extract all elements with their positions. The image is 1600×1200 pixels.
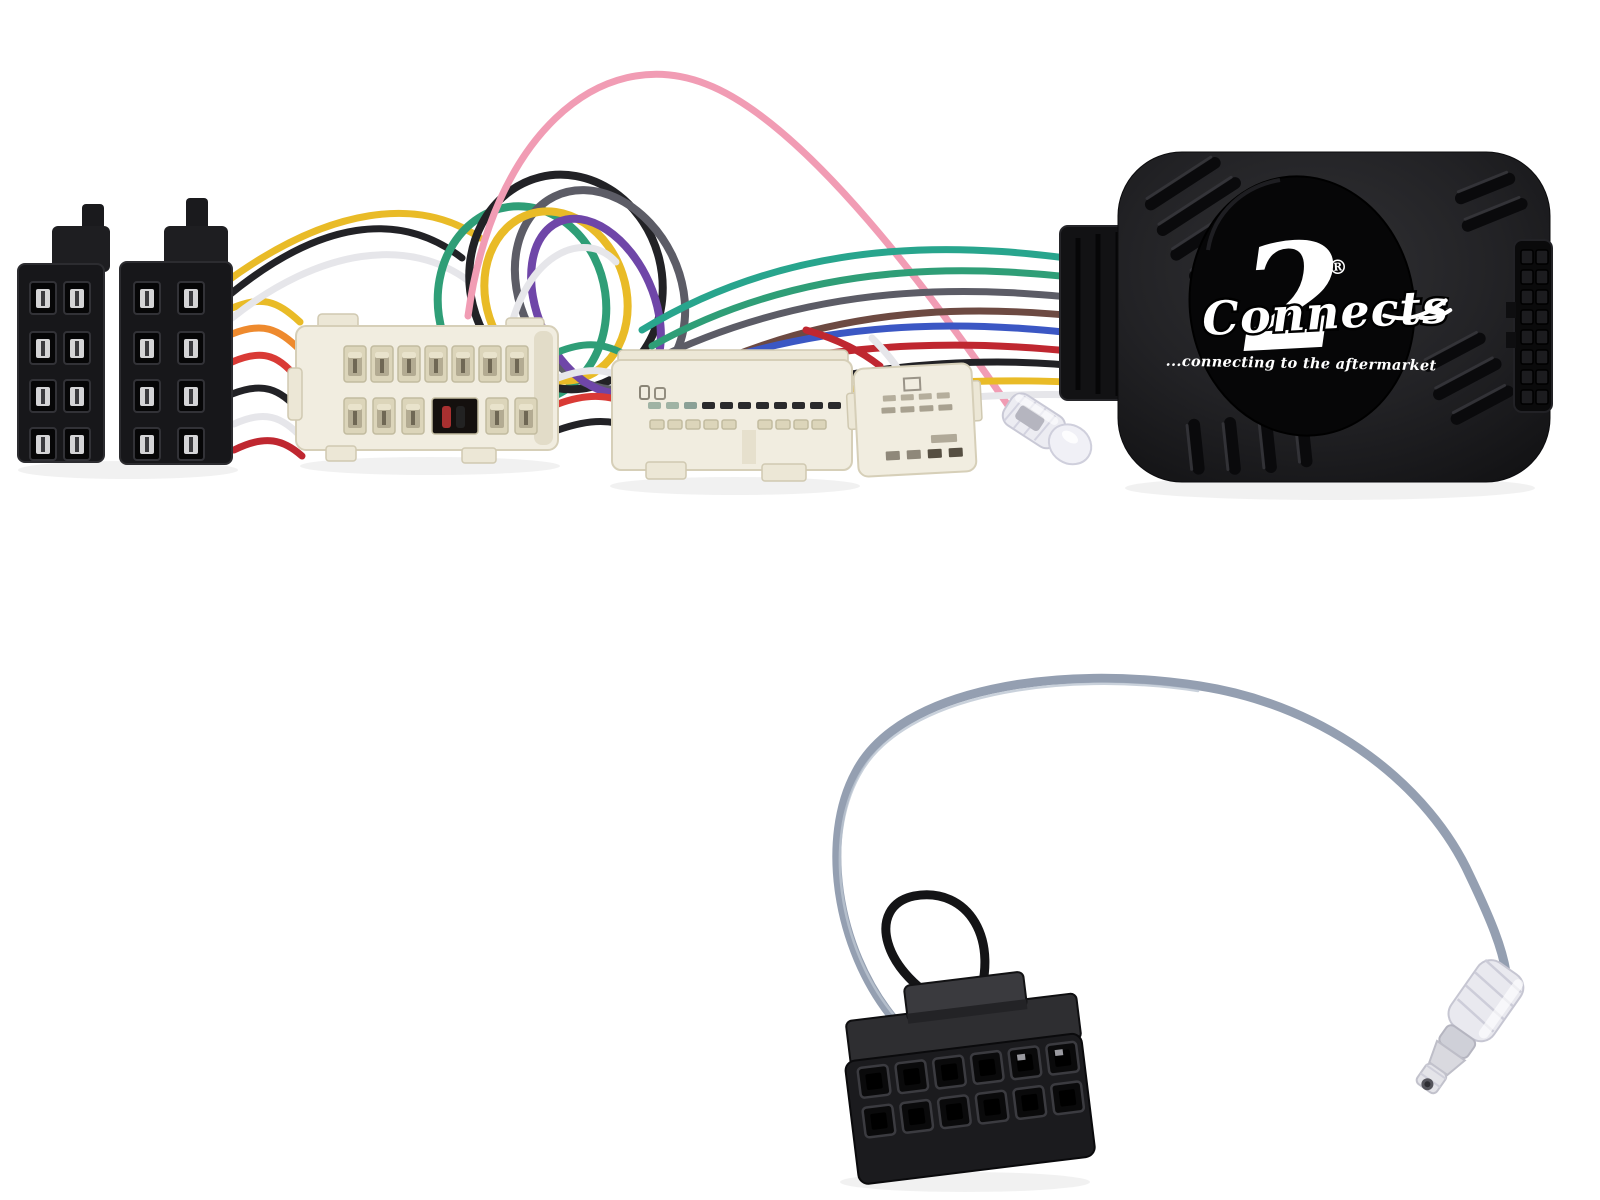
soft-shadows [18, 457, 1535, 1192]
box-ribs-top-left [1144, 155, 1275, 282]
box-logo-oval [1188, 175, 1416, 437]
female-socket-print-icons [639, 385, 666, 400]
patch-lead-assembly [832, 673, 1525, 1185]
clear-bullet-terminal [1001, 392, 1093, 466]
logo-swash [1382, 298, 1453, 321]
white-male-plug [287, 313, 559, 464]
male-plug-pin-row-top [343, 345, 529, 383]
white-female-socket [611, 349, 853, 482]
connects2-logo: 2 Connects ® ...connecting to the afterm… [1166, 210, 1453, 386]
box-ribs-right [1422, 330, 1514, 425]
wire-loop-cluster [433, 170, 690, 406]
logo-numeral: 2 [1236, 210, 1347, 386]
iso-connector-pair [17, 198, 233, 465]
logo-tagline: ...connecting to the aftermarket [1166, 353, 1437, 375]
black-12pin-plug [844, 971, 1096, 1185]
box-ribs-bottom [1185, 411, 1313, 475]
female-socket-slot-row-lower [649, 419, 827, 430]
registered-mark: ® [1327, 254, 1348, 279]
clear-jack-plug [1415, 958, 1525, 1095]
wire-loop-tie [881, 890, 990, 1013]
female-socket-slot-row [648, 402, 841, 409]
iso-connector-left [17, 204, 110, 463]
patch-cable [832, 673, 1511, 1023]
box-side-socket [1506, 239, 1553, 413]
white-small-connector [845, 362, 983, 478]
iso-connector-right [119, 198, 233, 465]
box-ribs-top-right [1454, 170, 1528, 232]
small-connector-print [881, 392, 963, 461]
male-plug-pin-row-bottom [343, 397, 538, 435]
interface-box: 2 Connects ® ...connecting to the afterm… [1059, 151, 1553, 483]
